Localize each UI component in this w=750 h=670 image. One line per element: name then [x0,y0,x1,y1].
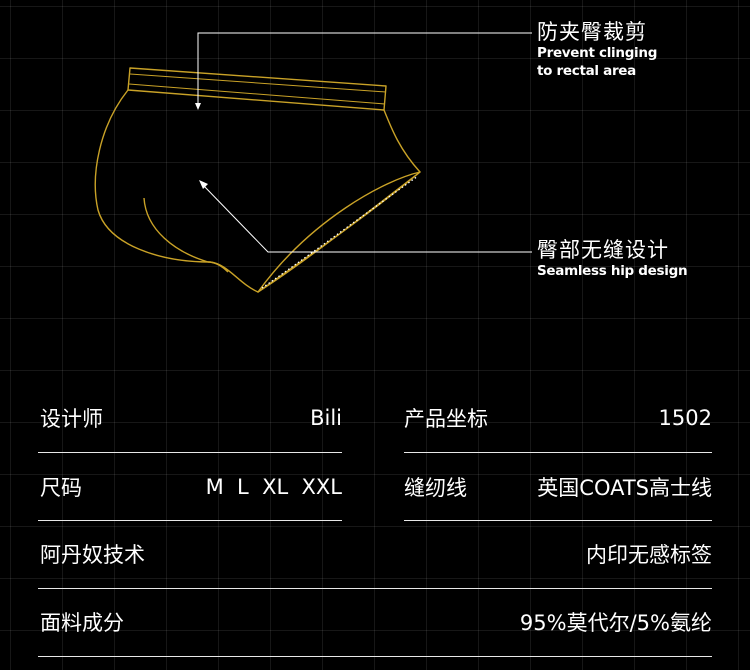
callout-top-leader [197,32,532,104]
pouch-outline [143,197,229,273]
spec-size-value: M L XL XXL [205,475,342,499]
brief-body-outline [94,89,421,293]
callout-seamless-hip-en: Seamless hip design [537,263,688,279]
arrow-down-icon [195,103,201,110]
callout-seamless-hip-zh: 臀部无缝设计 [537,238,669,262]
spec-tech: 阿丹奴技术 内印无感标签 [40,534,712,574]
callout-mid-leader [202,184,532,253]
spec-designer: 设计师 Bili [40,398,342,438]
spec-thread-value: 英国COATS高士线 [537,476,712,500]
spec-fabric-value: 95%莫代尔/5%氨纶 [519,611,712,635]
callout-anti-clinging-en-1: Prevent clinging [537,45,658,61]
callout-anti-clinging-en-2: to rectal area [537,63,636,79]
divider [404,452,712,453]
seamless-dotted-line [261,175,419,289]
waistband-stitch [128,73,387,105]
spec-product-code-label: 产品坐标 [404,407,488,431]
spec-product-code: 产品坐标 1502 [404,398,712,438]
spec-fabric-label: 面料成分 [40,611,124,635]
divider [404,520,712,521]
arrow-up-left-icon [199,180,208,189]
spec-tech-label: 阿丹奴技术 [40,543,145,567]
spec-designer-value: Bili [310,406,342,430]
spec-fabric: 面料成分 95%莫代尔/5%氨纶 [40,602,712,642]
divider [38,656,712,657]
spec-product-code-value: 1502 [658,406,712,430]
callout-anti-clinging: 防夹臀裁剪 Prevent clinging to rectal area [537,22,657,79]
callout-anti-clinging-zh: 防夹臀裁剪 [537,20,647,44]
spec-designer-label: 设计师 [40,407,103,431]
callout-seamless-hip: 臀部无缝设计 Seamless hip design [537,238,688,279]
leg-opening [257,171,421,293]
spec-size: 尺码 M L XL XXL [40,467,342,507]
spec-thread-label: 缝纫线 [404,476,467,500]
divider [38,452,342,453]
brief-illustration [94,32,532,293]
divider [38,588,712,589]
spec-thread: 缝纫线 英国COATS高士线 [404,467,712,507]
spec-size-label: 尺码 [40,476,82,500]
spec-tech-value: 内印无感标签 [586,543,712,567]
divider [38,520,342,521]
